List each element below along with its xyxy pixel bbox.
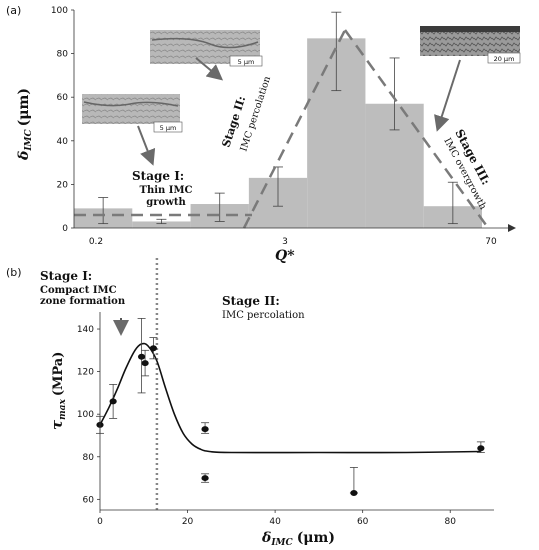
arrow-stage2	[195, 57, 224, 81]
panel-a-error-bars	[98, 11, 458, 225]
arrow-stage3	[434, 59, 461, 132]
scale-bar-label: 5 μm	[238, 58, 255, 66]
error-bar	[349, 467, 358, 494]
panel-a-annotation-arrows	[137, 57, 461, 166]
error-bar	[389, 57, 400, 131]
panel-a-x-ticks: 0.2 3 70	[89, 237, 497, 247]
x-tick-label: 3	[282, 237, 288, 247]
x-tick-label: 20	[182, 517, 194, 527]
data-point	[109, 398, 117, 405]
micrograph-inset-stage2: 5 μm	[150, 30, 263, 67]
stage1-title: Stage I:	[132, 169, 184, 183]
y-tick-label: 120	[77, 368, 94, 378]
data-point	[141, 360, 149, 367]
panel-a-x-axis-arrow-icon	[508, 224, 516, 232]
stage3-trend-line	[343, 29, 488, 226]
data-point	[201, 426, 209, 433]
y-tick-label: 100	[77, 410, 94, 420]
panel-b-stage1-title: Stage I:	[40, 269, 92, 283]
error-bar	[156, 218, 167, 225]
panel-b-stage1-line2: zone formation	[40, 296, 126, 307]
y-tick-label: 60	[57, 93, 69, 103]
panel-a-y-ticks: 0 20 40 60 80 100	[51, 6, 74, 234]
error-bar	[331, 11, 342, 92]
panel-b-points	[96, 345, 485, 496]
micrograph-inset-stage1: 5 μm	[82, 94, 183, 133]
error-bar	[447, 181, 458, 225]
panel-b-stage1-line1: Compact IMC	[40, 285, 117, 296]
data-point	[137, 353, 146, 360]
stage1-line1: Thin IMC	[140, 185, 193, 196]
y-tick-label: 60	[83, 495, 95, 505]
stage1-line2: growth	[146, 197, 186, 208]
x-tick-label: 0	[97, 517, 103, 527]
panel-b: (b) Stage I: Compact IMC zone formation …	[6, 258, 494, 548]
y-tick-label: 0	[62, 224, 68, 234]
panel-b-x-label: δIMC(μm)	[261, 530, 335, 548]
x-tick-label: 40	[269, 517, 281, 527]
data-point	[201, 475, 209, 482]
panel-a-y-label: δIMC(μm)	[16, 88, 34, 161]
x-tick-label: 60	[357, 517, 369, 527]
data-point	[149, 345, 158, 352]
y-tick-label: 20	[57, 180, 69, 190]
arrow-stage1	[137, 125, 156, 166]
panel-b-x-ticks: 0 20 40 60 80	[97, 510, 456, 527]
panel-a-trend-lines	[74, 29, 488, 229]
panel-a-label: (a)	[6, 4, 21, 17]
bar	[132, 221, 191, 228]
y-tick-label: 80	[57, 50, 69, 60]
y-tick-label: 80	[83, 453, 95, 463]
panel-b-label: (b)	[6, 266, 22, 279]
y-tick-label: 40	[57, 137, 69, 147]
panel-b-error-bars	[96, 317, 485, 494]
error-bar	[98, 197, 109, 225]
data-point	[350, 489, 358, 496]
panel-a-x-label: Q*	[275, 248, 295, 264]
x-tick-label: 0.2	[89, 237, 103, 247]
x-tick-label: 70	[485, 237, 497, 247]
x-tick-label: 80	[444, 517, 456, 527]
error-bar	[214, 192, 225, 222]
panel-b-fit-curve	[99, 342, 481, 454]
scale-bar-label: 20 μm	[494, 55, 515, 63]
panel-b-y-ticks: 60 80 100 120 140	[77, 325, 100, 505]
y-tick-label: 140	[77, 325, 94, 335]
stage2-subtitle: IMC percolation	[238, 75, 273, 153]
panel-b-stage2-title: Stage II:	[222, 294, 280, 308]
scale-bar-label: 5 μm	[160, 124, 177, 132]
micrograph-inset-stage3: 20 μm	[420, 26, 521, 64]
panel-b-stage2-subtitle: IMC percolation	[222, 310, 305, 321]
y-tick-label: 100	[51, 6, 68, 16]
panel-b-y-label: τmax(MPa)	[48, 352, 68, 430]
data-point	[477, 445, 485, 452]
panel-a: (a) 0 20 40 60 80 100 0.2 3 70 δIMC(μm) Q* 5 μm	[6, 4, 521, 264]
